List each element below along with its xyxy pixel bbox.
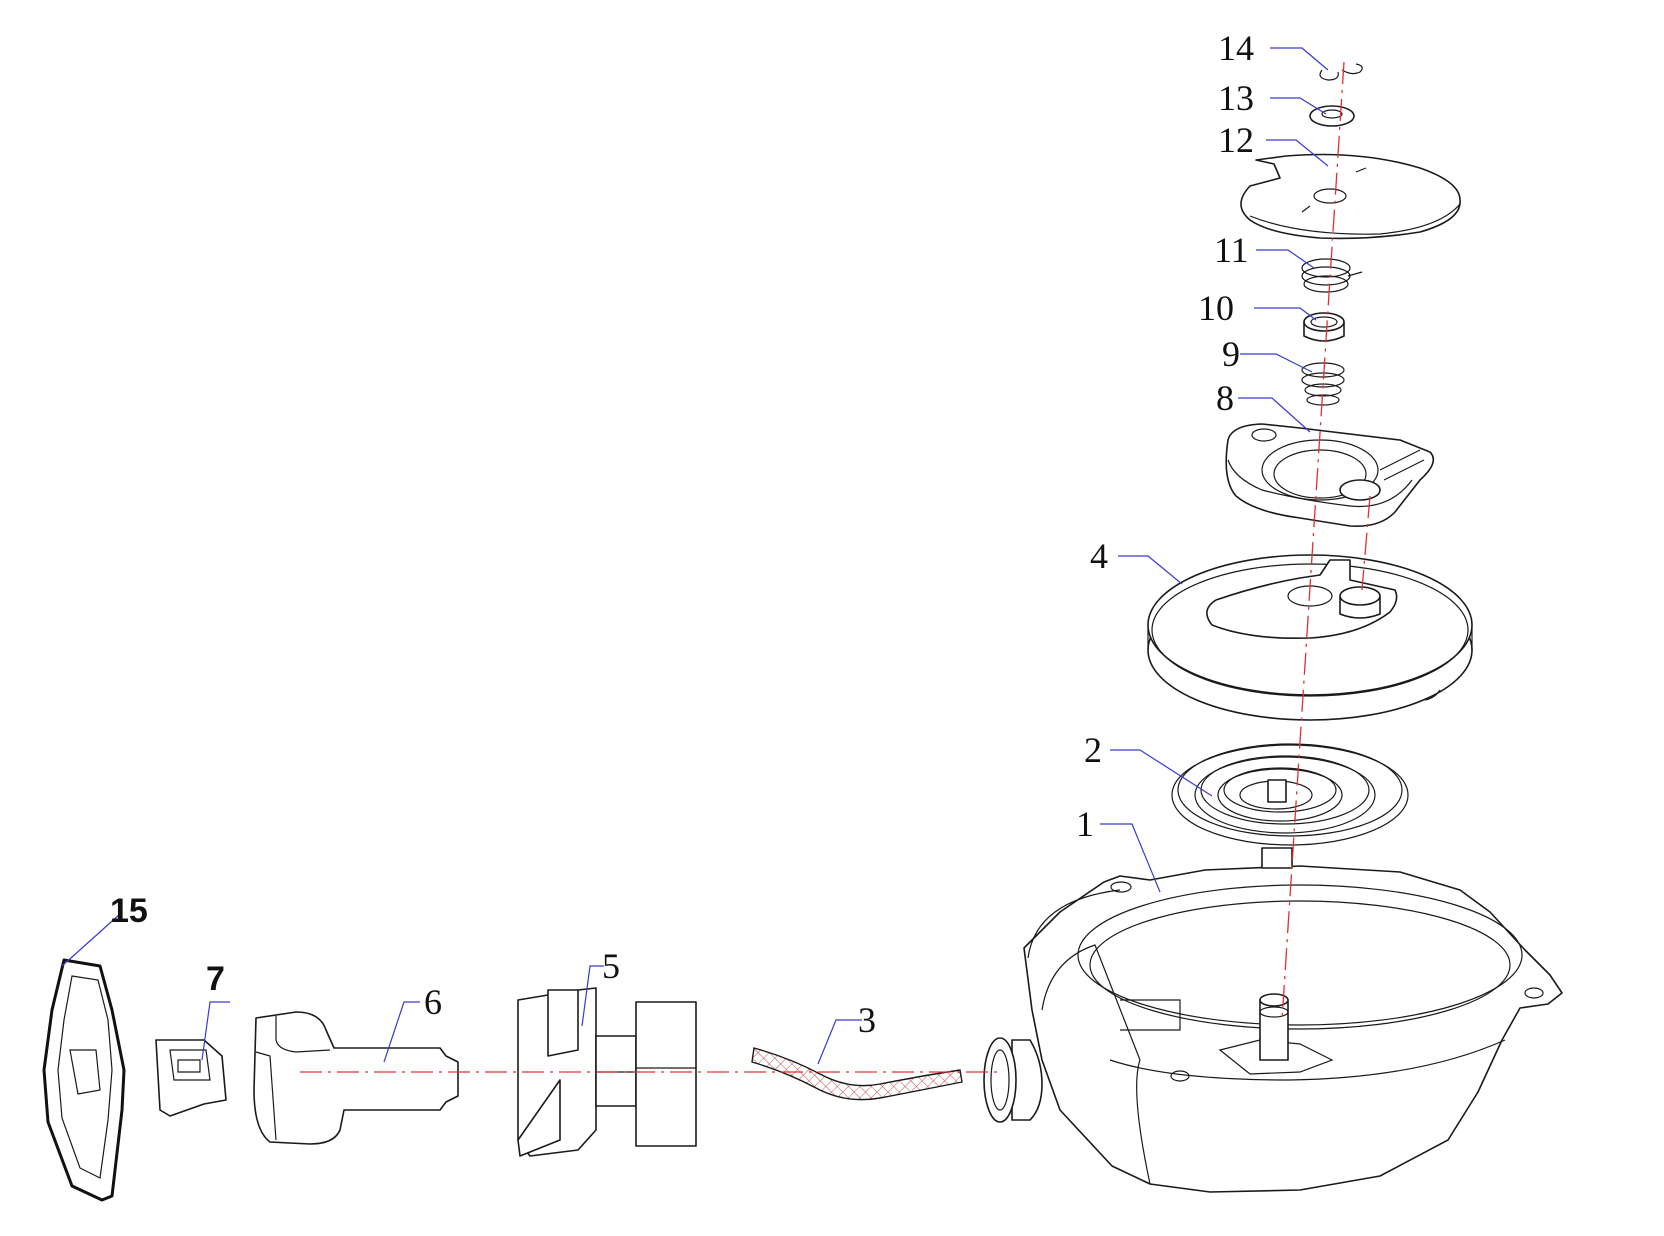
clip-part-14 xyxy=(1319,63,1363,81)
pulley-part-4 xyxy=(1147,554,1473,721)
callout-1: 1 xyxy=(1076,804,1094,844)
callout-7: 7 xyxy=(206,960,225,998)
callout-14: 14 xyxy=(1218,28,1254,68)
callout-4: 4 xyxy=(1090,536,1108,576)
housing-part-1 xyxy=(1023,865,1563,1193)
centerline-axes xyxy=(300,61,1371,1073)
rope-eyelet xyxy=(983,1037,1043,1123)
callout-5: 5 xyxy=(602,946,620,986)
callout-9: 9 xyxy=(1222,334,1240,374)
bushing-part-10 xyxy=(1303,312,1345,342)
callout-10: 10 xyxy=(1198,288,1234,328)
handle-part-5 xyxy=(517,987,697,1157)
callout-13: 13 xyxy=(1218,78,1254,118)
washer-part-13 xyxy=(1309,105,1355,127)
callout-12: 12 xyxy=(1218,120,1254,160)
end-cap-part-15 xyxy=(42,958,126,1202)
insert-part-7 xyxy=(155,1039,227,1117)
callout-6: 6 xyxy=(424,982,442,1022)
rope-part-3 xyxy=(751,1047,963,1101)
callout-labels: 14 13 12 11 10 9 8 4 2 1 3 5 6 7 15 xyxy=(110,28,1254,1040)
spiral-spring-part-2 xyxy=(1171,743,1409,869)
callout-8: 8 xyxy=(1216,378,1234,418)
friction-plate-part-12 xyxy=(1240,153,1461,240)
callout-15: 15 xyxy=(110,892,148,930)
callout-3: 3 xyxy=(858,1000,876,1040)
torsion-spring-part-11 xyxy=(1301,258,1363,293)
small-spring-part-9 xyxy=(1301,362,1345,406)
handle-grip-part-6 xyxy=(253,1011,459,1145)
callout-2: 2 xyxy=(1084,730,1102,770)
callout-11: 11 xyxy=(1214,230,1249,270)
pawl-plate-part-8 xyxy=(1225,423,1435,528)
leader-lines xyxy=(61,47,1329,1065)
